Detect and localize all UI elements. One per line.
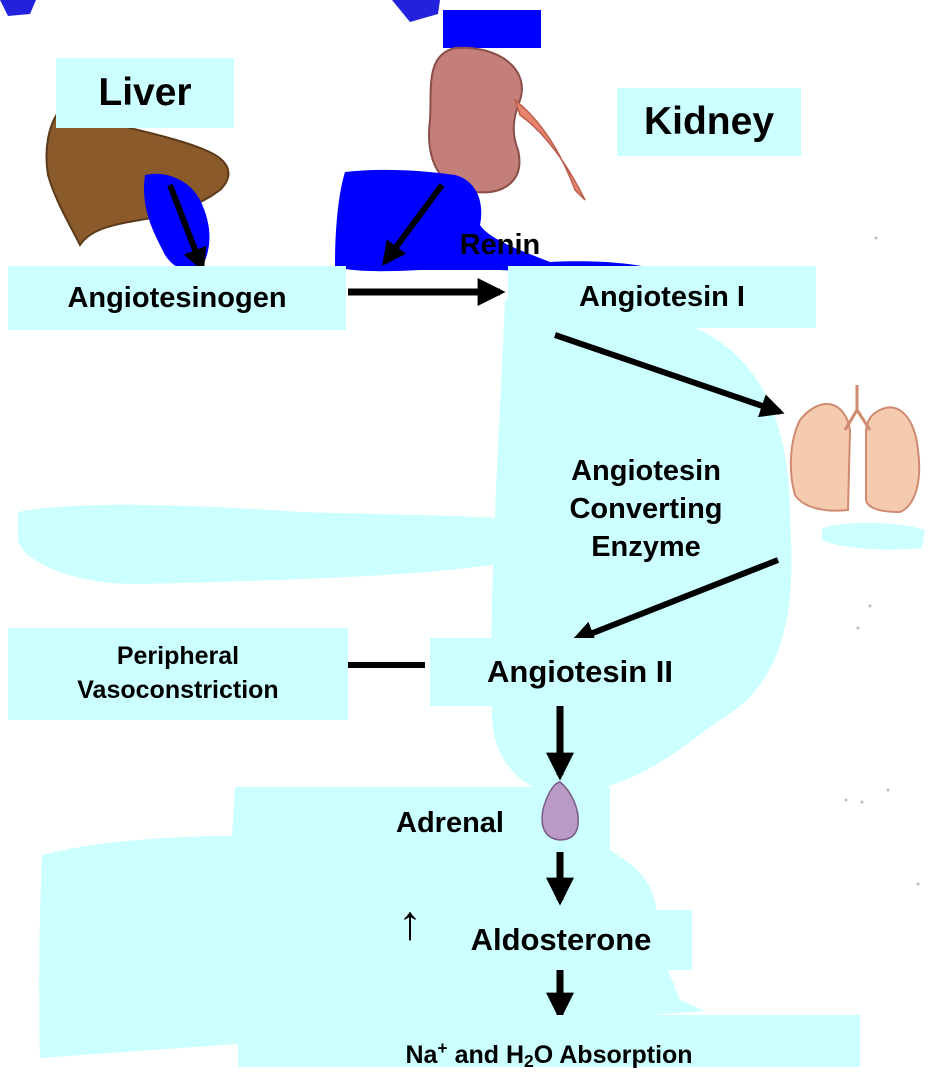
liver-label-text: Liver [98, 71, 191, 115]
absorption-subscript-2: 2 [524, 1052, 534, 1072]
peripheral-vasoconstriction-label-text: Peripheral Vasoconstriction [77, 640, 278, 708]
cyan-left-smear [18, 505, 520, 584]
kidney-label: Kidney [617, 88, 801, 156]
absorption-plus: + [437, 1038, 447, 1058]
angiotensin1-label-text: Angiotesin I [579, 281, 745, 314]
title-fragment [0, 0, 541, 48]
kidney-shape [429, 48, 522, 193]
ace-label-text: Angiotesin Converting Enzyme [569, 453, 722, 566]
renin-label-text: Renin [460, 229, 541, 262]
angiotensin1-label: Angiotesin I [508, 266, 816, 328]
kidney-label-text: Kidney [644, 100, 774, 144]
increase-arrow-symbol-text: ↑ [398, 896, 422, 951]
peripheral-vasoconstriction-label: Peripheral Vasoconstriction [8, 628, 348, 720]
ureter-shape [515, 100, 585, 200]
absorption-rest: O Absorption [534, 1041, 693, 1069]
renin-label: Renin [445, 225, 555, 265]
aldosterone-label: Aldosterone [430, 910, 692, 970]
angiotensinogen-label-text: Angiotesinogen [67, 282, 286, 315]
increase-arrow-symbol: ↑ [390, 888, 430, 958]
adrenal-label-text: Adrenal [396, 807, 504, 840]
absorption-label: Na+ and H2O Absorption [238, 1015, 860, 1067]
lung-cyan-smear [822, 523, 925, 550]
angiotensinogen-label: Angiotesinogen [8, 266, 346, 330]
aldosterone-label-text: Aldosterone [471, 922, 652, 958]
faint-speckles [845, 237, 920, 886]
absorption-label-text: Na+ and H2O Absorption [405, 1009, 692, 1072]
adrenal-label: Adrenal [370, 795, 530, 851]
angiotensin2-label: Angiotesin II [430, 638, 730, 706]
absorption-and-h: and H [448, 1041, 524, 1069]
liver-label: Liver [56, 58, 234, 128]
angiotensin2-label-text: Angiotesin II [487, 654, 673, 690]
absorption-na: Na [405, 1041, 437, 1069]
ace-label: Angiotesin Converting Enzyme [520, 435, 772, 585]
lungs-shape [791, 385, 919, 512]
